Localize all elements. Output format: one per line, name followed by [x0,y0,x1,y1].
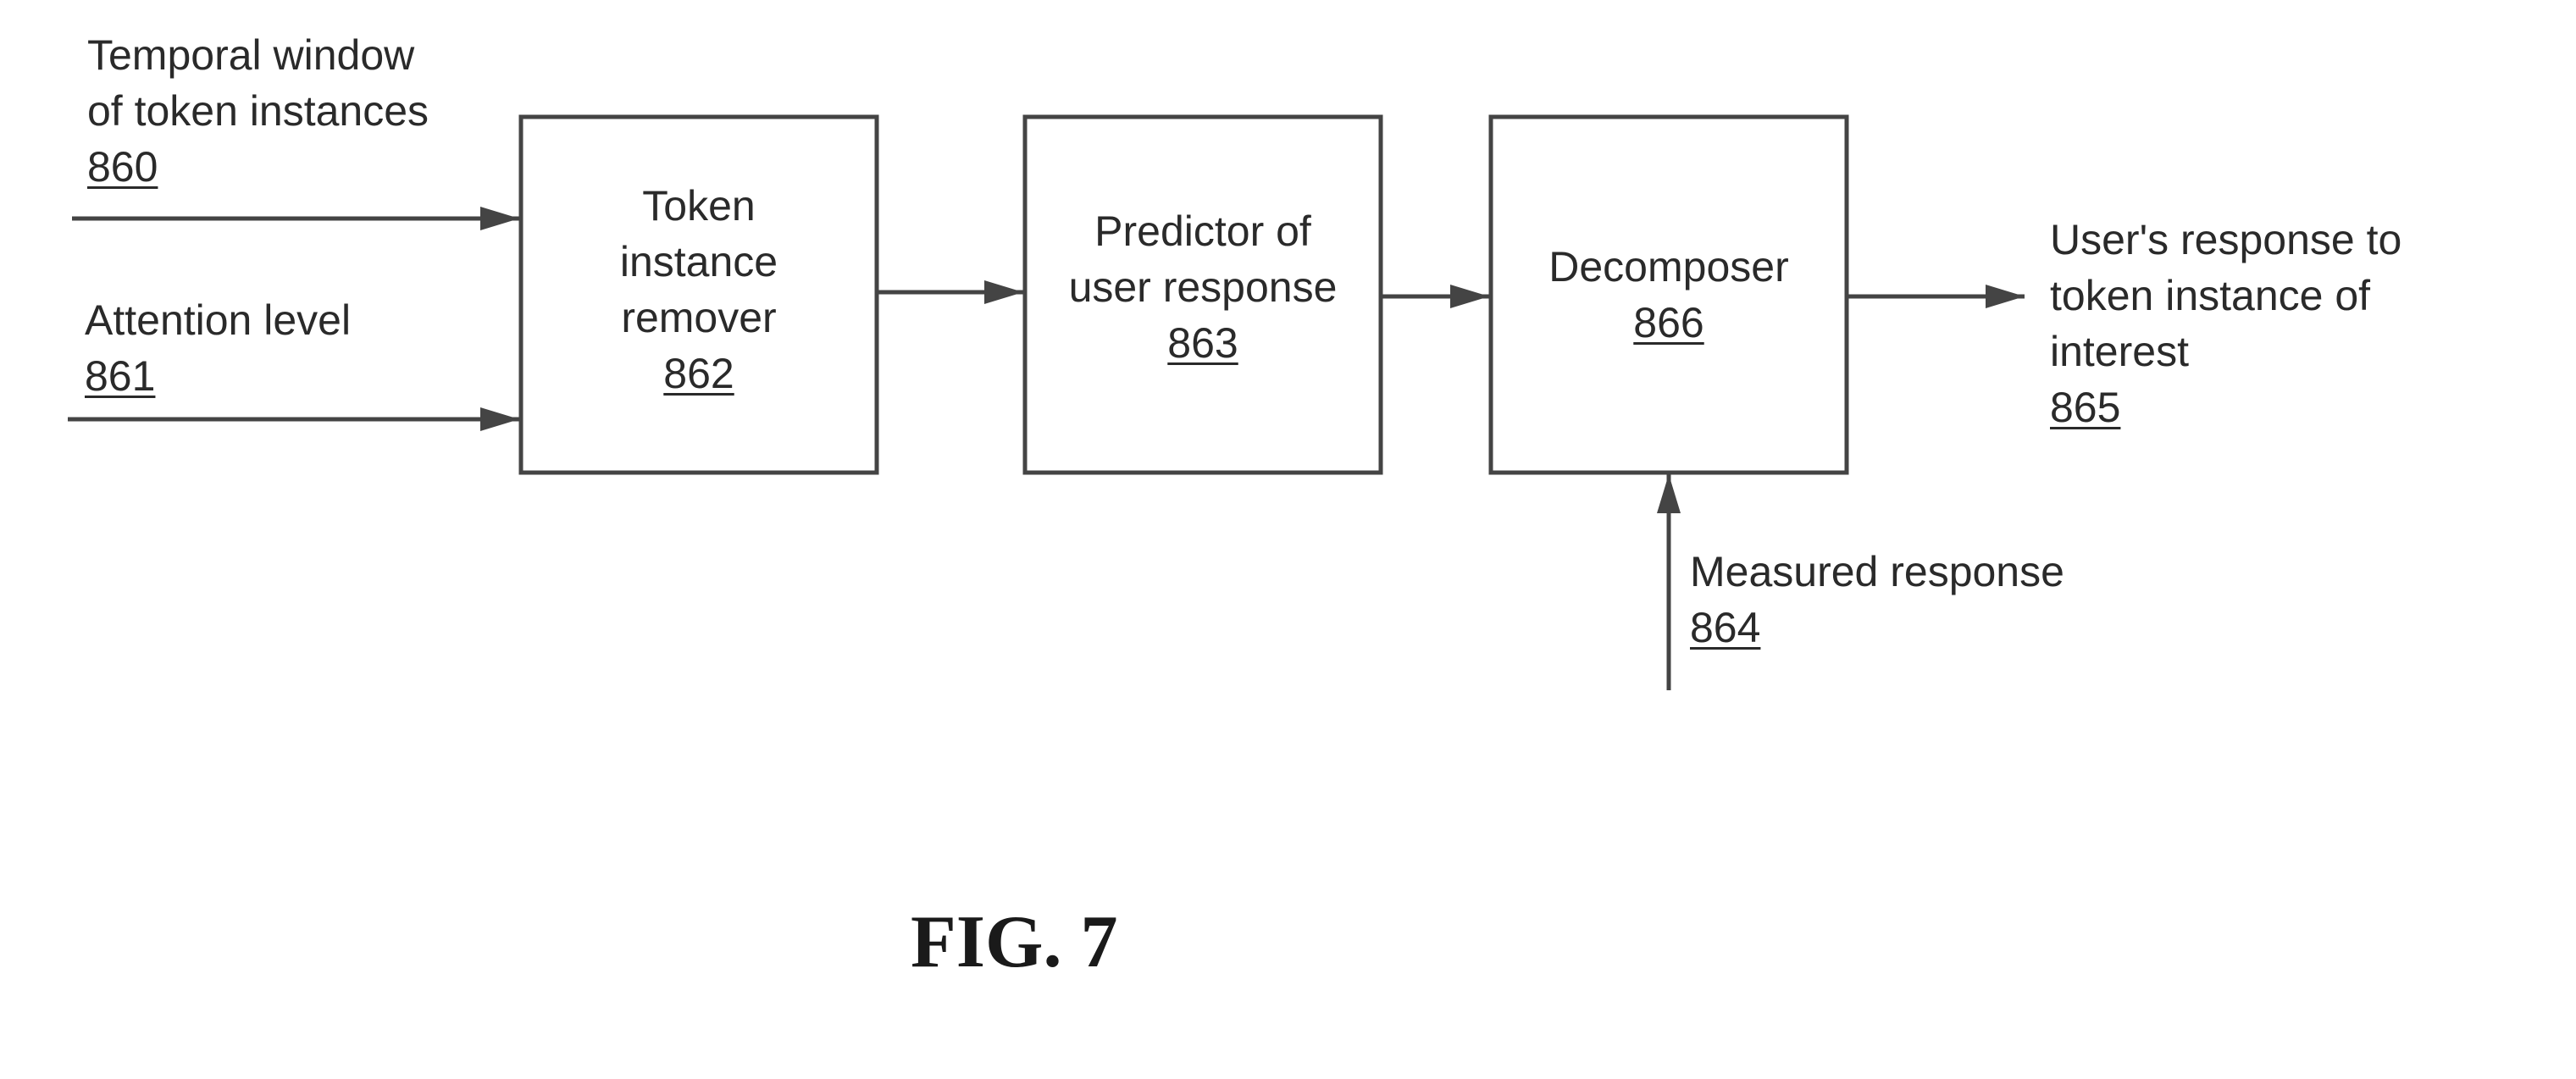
decomposer-label: Decomposer 866 [1491,239,1847,351]
temporal-window-label: Temporal window of token instances 860 [87,27,429,195]
figure-caption: FIG. 7 [911,899,1117,985]
remover-ref: 862 [663,346,734,401]
decomposer-line1: Decomposer [1491,239,1847,295]
temporal-window-ref: 860 [87,139,158,195]
measured-response-label: Measured response 864 [1690,544,2064,656]
predictor-ref: 863 [1167,315,1238,371]
temporal-window-line1: Temporal window [87,27,429,83]
token-instance-remover-label: Token instance remover 862 [521,178,877,401]
attention-level-label: Attention level 861 [85,292,351,404]
predictor-label: Predictor of user response 863 [1025,203,1381,371]
attention-level-ref: 861 [85,348,155,404]
predictor-line1: Predictor of [1025,203,1381,259]
output-label: User's response to token instance of int… [2050,212,2401,435]
output-line2: token instance of [2050,268,2401,324]
measured-response-ref: 864 [1690,600,1760,656]
output-line1: User's response to [2050,212,2401,268]
decomposer-ref: 866 [1633,295,1703,351]
output-ref: 865 [2050,379,2401,435]
remover-line2: instance [521,234,877,290]
output-line3-wrap: interest 865 [2050,324,2401,435]
measured-response-line1: Measured response [1690,544,2064,600]
remover-line1: Token [521,178,877,234]
temporal-window-line2: of token instances [87,83,429,139]
attention-level-line1: Attention level [85,292,351,348]
predictor-line2: user response [1025,259,1381,315]
remover-line3: remover [521,290,877,346]
output-line3: interest [2050,328,2189,375]
